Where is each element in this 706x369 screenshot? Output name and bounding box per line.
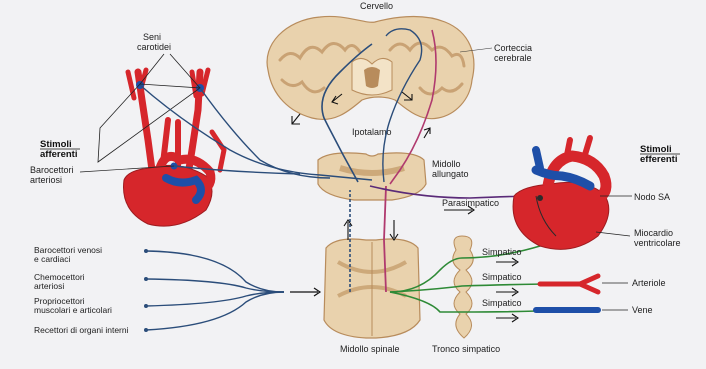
descending-arrow xyxy=(390,220,398,240)
barocettori-arteriosi-label-1: Barocettori xyxy=(30,165,74,175)
spinal-cord-section: Midollo spinale xyxy=(324,239,420,354)
arteriole-vessel xyxy=(540,276,598,292)
visceral-receptor-nerve xyxy=(146,292,284,330)
simpatico-arrow-2 xyxy=(496,288,518,296)
corteccia-label-1: Corteccia xyxy=(494,43,532,53)
barocettori-arteriosi-label-2: arteriosi xyxy=(30,175,62,185)
midollo-allungato-label-2: allungato xyxy=(432,169,469,179)
seni-label-1: Seni xyxy=(143,32,161,42)
stimoli-efferenti-label-2: efferenti xyxy=(640,154,677,165)
seni-label-2: carotidei xyxy=(137,42,171,52)
visceral-receptor-dot xyxy=(144,328,148,332)
vene-label: Vene xyxy=(632,305,653,315)
input-arrow xyxy=(290,288,320,296)
miocardio-label-2: ventricolare xyxy=(634,238,681,248)
ventricle xyxy=(364,67,380,88)
subclavian-artery xyxy=(212,132,224,170)
venous-baroreceptor-nerve xyxy=(146,251,284,292)
sinoatrial-node-dot xyxy=(537,195,543,201)
arteriole-label: Arteriole xyxy=(632,278,666,288)
brain-section: Cervello Corteccia cerebrale Ipotalamo xyxy=(267,1,532,137)
barocettori-venosi-label-2: e cardiaci xyxy=(34,254,70,264)
simpatico-arrow-3 xyxy=(496,314,518,322)
chemo-receptor-dot xyxy=(144,277,148,281)
right-heart xyxy=(513,182,609,249)
right-heart-vena-cava xyxy=(536,150,540,168)
tronco-simpatico-label: Tronco simpatico xyxy=(432,344,500,354)
miocardio-leader xyxy=(596,232,630,236)
cervello-label: Cervello xyxy=(360,1,393,11)
heart-right: Stimoli efferenti Nodo SA Miocardio vent… xyxy=(513,138,680,249)
parasimpatico-label: Parasimpatico xyxy=(442,198,499,208)
brain-arrow-2 xyxy=(424,128,430,138)
peripheral-vessels: Arteriole Vene xyxy=(536,276,666,315)
propriocettori-label-2: muscolari e articolari xyxy=(34,305,112,315)
chemocettori-label-2: arteriosi xyxy=(34,281,64,291)
proprio-receptor-dot xyxy=(144,304,148,308)
stimoli-afferenti-label-2: afferenti xyxy=(40,149,77,160)
recettori-label: Recettori di organi interni xyxy=(34,325,129,335)
simpatico-label-1: Simpatico xyxy=(482,247,522,257)
venous-receptor-dot xyxy=(144,249,148,253)
brain-arrow-1 xyxy=(292,114,300,124)
midollo-spinale-label: Midollo spinale xyxy=(340,344,400,354)
carotid-heart-left: Seni carotidei Stimoli afferenti Barocet… xyxy=(30,32,224,226)
miocardio-label-1: Miocardio xyxy=(634,228,673,238)
simpatico-label-3: Simpatico xyxy=(482,298,522,308)
corteccia-label-2: cerebrale xyxy=(494,53,532,63)
nodo-sa-label: Nodo SA xyxy=(634,192,670,202)
simpatico-arrow-1 xyxy=(496,258,518,266)
midollo-allungato-label-1: Midollo xyxy=(432,159,461,169)
simpatico-label-2: Simpatico xyxy=(482,272,522,282)
